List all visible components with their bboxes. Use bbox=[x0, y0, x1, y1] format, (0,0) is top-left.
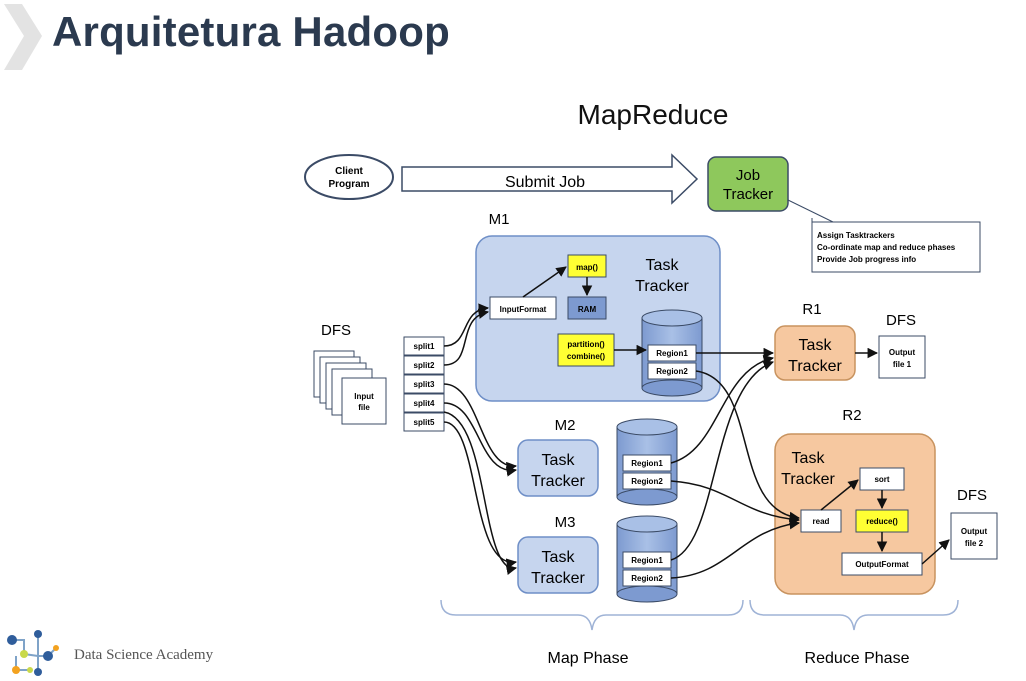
ram-label: RAM bbox=[578, 305, 597, 314]
split5-label: split5 bbox=[414, 418, 435, 427]
dfs-input-label: DFS bbox=[321, 322, 351, 339]
m1-tracker-line2: Tracker bbox=[635, 278, 689, 295]
client-label-line2: Program bbox=[328, 179, 369, 190]
r1-tracker-line2: Tracker bbox=[788, 358, 842, 375]
read-box: read bbox=[800, 509, 842, 533]
map-phase-brace bbox=[440, 599, 744, 631]
m2-tracker-line1: Task bbox=[542, 452, 576, 469]
r1-task-tracker: Task Tracker bbox=[774, 325, 856, 381]
job-tracker-line1: Job bbox=[736, 167, 760, 184]
split-list: split1 split2 split3 split4 split5 bbox=[403, 336, 445, 432]
diagram-heading: MapReduce bbox=[578, 99, 729, 130]
r1-tracker-line1: Task bbox=[799, 337, 833, 354]
sort-label: sort bbox=[874, 475, 889, 484]
output-file-1: Output file 1 bbox=[878, 335, 926, 379]
sort-box: sort bbox=[859, 467, 905, 491]
m3-label: M3 bbox=[555, 514, 576, 531]
m1-disk-cylinder: Region1 Region2 bbox=[641, 309, 703, 397]
partition-label: partition() bbox=[567, 340, 605, 349]
map-phase-label: Map Phase bbox=[548, 650, 629, 667]
split4-label: split4 bbox=[414, 399, 435, 408]
m1-label: M1 bbox=[489, 211, 510, 228]
client-label-line1: Client bbox=[335, 166, 363, 177]
client-program: Client Program bbox=[304, 154, 394, 200]
split3-label: split3 bbox=[414, 380, 435, 389]
input-file-stack: Input file bbox=[313, 350, 387, 425]
input-format-label: InputFormat bbox=[500, 305, 547, 314]
callout-note-3: Provide Job progress info bbox=[817, 255, 916, 264]
map-function-label: map() bbox=[576, 263, 598, 272]
r2-dfs-label: DFS bbox=[957, 487, 987, 504]
m2-disk-cylinder: Region1 Region2 bbox=[616, 418, 678, 506]
m3-region1-label: Region1 bbox=[631, 556, 663, 565]
m2-region1-label: Region1 bbox=[631, 459, 663, 468]
job-tracker-callout: Assign Tasktrackers Co-ordinate map and … bbox=[787, 199, 981, 273]
m1-tracker-line1: Task bbox=[646, 257, 680, 274]
m3-disk-cylinder: Region1 Region2 bbox=[616, 515, 678, 603]
callout-note-1: Assign Tasktrackers bbox=[817, 231, 895, 240]
m2-tracker-line2: Tracker bbox=[531, 473, 585, 490]
m2-label: M2 bbox=[555, 417, 576, 434]
r1-label: R1 bbox=[802, 301, 821, 318]
title-chevron-icon bbox=[4, 4, 42, 70]
output1-line1: Output bbox=[889, 348, 916, 357]
r1-dfs-label: DFS bbox=[886, 312, 916, 329]
academy-logo-icon bbox=[7, 630, 59, 676]
callout-note-2: Co-ordinate map and reduce phases bbox=[817, 243, 956, 252]
reduce-label: reduce() bbox=[866, 517, 898, 526]
output2-line2: file 2 bbox=[965, 539, 984, 548]
m1-region2-label: Region2 bbox=[656, 367, 688, 376]
map-function-box: map() bbox=[567, 254, 607, 278]
r2-label: R2 bbox=[842, 407, 861, 424]
input-file-line2: file bbox=[358, 403, 370, 412]
split1-label: split1 bbox=[414, 342, 435, 351]
output-file-2: Output file 2 bbox=[950, 512, 998, 560]
output-format-label: OutputFormat bbox=[855, 560, 909, 569]
job-tracker-line2: Tracker bbox=[723, 186, 773, 203]
reduce-phase-brace bbox=[749, 599, 959, 631]
m3-region2-label: Region2 bbox=[631, 574, 663, 583]
input-file-line1: Input bbox=[354, 392, 374, 401]
reduce-phase-label: Reduce Phase bbox=[805, 650, 910, 667]
m2-region2-label: Region2 bbox=[631, 477, 663, 486]
partition-combine-box: partition() combine() bbox=[557, 333, 615, 367]
reduce-function-box: reduce() bbox=[855, 509, 909, 533]
slide-title: Arquitetura Hadoop bbox=[52, 8, 450, 55]
read-label: read bbox=[813, 517, 830, 526]
brand-name: Data Science Academy bbox=[74, 647, 214, 663]
split-arrows bbox=[443, 303, 518, 575]
m1-region1-label: Region1 bbox=[656, 349, 688, 358]
m2-task-tracker: Task Tracker bbox=[517, 439, 599, 497]
m3-tracker-line2: Tracker bbox=[531, 570, 585, 587]
output-format-box: OutputFormat bbox=[841, 552, 923, 576]
m3-tracker-line1: Task bbox=[542, 549, 576, 566]
output2-line1: Output bbox=[961, 527, 988, 536]
output1-line2: file 1 bbox=[893, 360, 912, 369]
submit-job-label: Submit Job bbox=[505, 174, 585, 191]
m3-task-tracker: Task Tracker bbox=[517, 536, 599, 594]
submit-job-arrow: Submit Job bbox=[401, 153, 699, 205]
r2-tracker-line2: Tracker bbox=[781, 471, 835, 488]
r2-tracker-line1: Task bbox=[792, 450, 826, 467]
ram-box: RAM bbox=[567, 296, 607, 320]
input-format-box: InputFormat bbox=[489, 296, 557, 320]
split2-label: split2 bbox=[414, 361, 435, 370]
shuffle-arrows bbox=[670, 347, 801, 579]
combine-label: combine() bbox=[567, 352, 606, 361]
job-tracker: Job Tracker bbox=[707, 156, 789, 212]
